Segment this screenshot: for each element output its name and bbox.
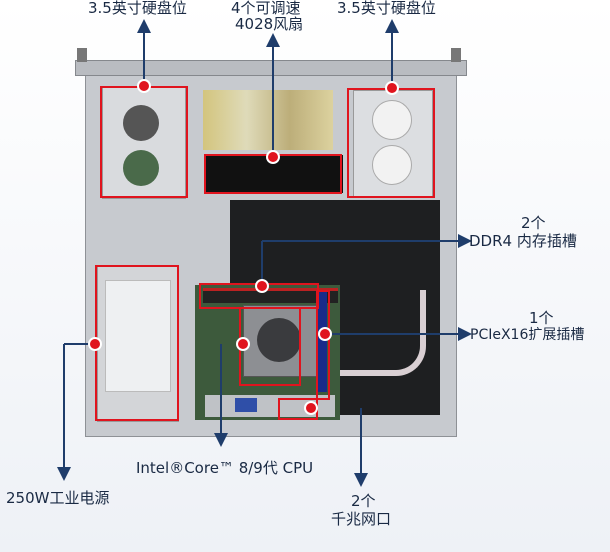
dot-cpu <box>236 337 250 351</box>
vga-port <box>235 398 257 412</box>
pcie-slot <box>317 292 327 392</box>
label-fan-line2: 4028风扇 <box>235 15 304 33</box>
ram-sticks <box>203 288 338 303</box>
label-pcie-line2: PCIeX16扩展插槽 <box>470 327 585 343</box>
dot-ram <box>255 279 269 293</box>
screw-left <box>77 48 87 62</box>
label-psu: 250W工业电源 <box>6 489 110 507</box>
screw-right <box>451 48 461 62</box>
cable-bundle <box>203 90 333 150</box>
dot-hdd-right <box>385 81 399 95</box>
dot-fans <box>266 150 280 164</box>
dot-pcie <box>318 327 332 341</box>
label-ddr-line1: 2个 <box>521 214 546 232</box>
chassis-front-lip <box>75 60 467 76</box>
label-lan-line1: 2个 <box>351 492 376 510</box>
label-hdd-right: 3.5英寸硬盘位 <box>337 0 436 17</box>
label-fan-line1: 4个可调速 <box>231 0 301 17</box>
highlight-pcie <box>316 290 330 400</box>
hdd-hole-left-1 <box>123 105 159 141</box>
cpu-fan <box>257 318 301 362</box>
psu-label <box>105 280 171 392</box>
hdd-hole-right-2 <box>372 145 412 185</box>
dot-lan <box>304 401 318 415</box>
hdd-hole-right-1 <box>372 100 412 140</box>
label-pcie-line1: 1个 <box>529 309 554 327</box>
label-lan-line2: 千兆网口 <box>331 510 392 528</box>
label-ddr-line2: DDR4 内存插槽 <box>469 232 577 250</box>
label-hdd-left: 3.5英寸硬盘位 <box>88 0 187 17</box>
label-cpu: Intel®Core™ 8/9代 CPU <box>136 459 314 477</box>
dot-hdd-left <box>137 79 151 93</box>
hdd-hole-left-2 <box>123 150 159 186</box>
dot-psu <box>88 337 102 351</box>
